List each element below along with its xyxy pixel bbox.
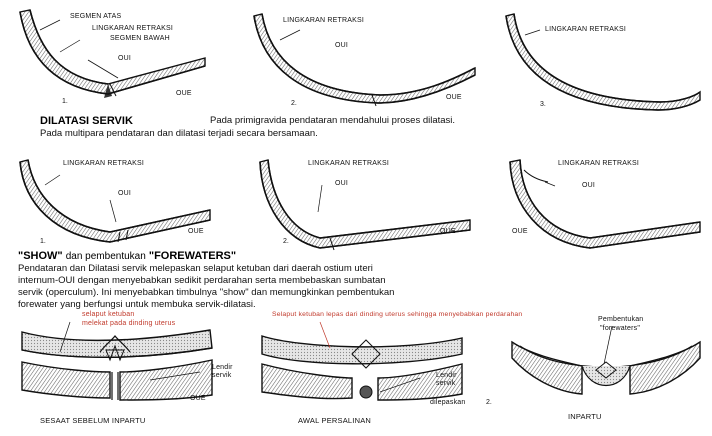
- dilatasi-line2: Pada multipara pendataran dan dilatasi t…: [40, 128, 318, 140]
- panel-number: 3.: [540, 101, 546, 108]
- label-oui: OUI: [118, 55, 131, 62]
- label-lingkaran-retraksi: LINGKARAN RETRAKSI: [545, 26, 626, 33]
- panel-number: 2.: [486, 399, 492, 406]
- label-selaput-ketuban: selaput ketuban: [82, 311, 134, 318]
- label-melekat: melekat pada dinding uterus: [82, 320, 175, 327]
- show-line: Pendataran dan Dilatasi servik melepaska…: [18, 263, 373, 275]
- caption-awal-persalinan: AWAL PERSALINAN: [298, 416, 371, 425]
- label-lendir: Lendir: [436, 372, 457, 379]
- row2-panel3-drawing: [510, 160, 700, 248]
- panel-number: 1.: [40, 238, 46, 245]
- label-dilepaskan: dilepaskan: [430, 399, 465, 406]
- show-title-a: "SHOW": [18, 250, 63, 262]
- label-lingkaran-retraksi: LINGKARAN RETRAKSI: [92, 25, 173, 32]
- label-oue: OUE: [176, 90, 192, 97]
- label-oue: OUE: [440, 228, 456, 235]
- label-lendir: Lendir: [212, 364, 233, 371]
- panel-number: 1.: [62, 98, 68, 105]
- label-pembentukan: Pembentukan: [598, 316, 643, 323]
- label-forewaters: "forewaters": [600, 325, 640, 332]
- label-oue: OUE: [446, 94, 462, 101]
- label-servik: servik: [436, 380, 455, 387]
- dilatasi-title: DILATASI SERVIK: [40, 115, 133, 127]
- row3-panel1-drawing: [22, 322, 212, 400]
- label-oui: OUI: [582, 182, 595, 189]
- caption-inpartu: INPARTU: [568, 412, 602, 421]
- label-segmen-atas: SEGMEN ATAS: [70, 13, 121, 20]
- show-title-b: dan pembentukan: [66, 251, 146, 262]
- show-title-c: "FOREWATERS": [149, 250, 236, 262]
- row2-panel2-drawing: [260, 160, 470, 250]
- label-servik: servik: [212, 372, 231, 379]
- row1-panel2-drawing: [254, 14, 475, 106]
- row3-panel3-drawing: [512, 326, 700, 394]
- show-line: servik (operculum). Ini menyebabkan timb…: [18, 287, 394, 299]
- label-oue: OUE: [188, 228, 204, 235]
- label-oui: OUI: [118, 190, 131, 197]
- row1-panel1-drawing: [20, 10, 205, 98]
- caption-sesaat: SESAAT SEBELUM INPARTU: [40, 416, 146, 425]
- label-oue: OUE: [512, 228, 528, 235]
- show-title: "SHOW" dan pembentukan "FOREWATERS": [18, 250, 236, 262]
- label-lingkaran-retraksi: LINGKARAN RETRAKSI: [63, 160, 144, 167]
- label-oui: OUI: [335, 42, 348, 49]
- label-segmen-bawah: SEGMEN BAWAH: [110, 35, 170, 42]
- label-lingkaran-retraksi: LINGKARAN RETRAKSI: [283, 17, 364, 24]
- label-lingkaran-retraksi: LINGKARAN RETRAKSI: [558, 160, 639, 167]
- panel-number: 2.: [283, 238, 289, 245]
- label-selaput-lepas: Selaput ketuban lepas dari dinding uteru…: [272, 311, 522, 318]
- show-line: internum-OUI dengan menyebabkan sedikit …: [18, 275, 386, 287]
- show-line: forewater yang berfungsi untuk membuka s…: [18, 299, 256, 311]
- row2-panel1-drawing: [20, 160, 210, 242]
- dilatasi-line1: Pada primigravida pendataran mendahului …: [210, 115, 455, 127]
- row3-panel2-drawing: [262, 322, 462, 400]
- panel-number: 2.: [291, 100, 297, 107]
- label-oui: OUI: [335, 180, 348, 187]
- label-oue: OUE: [190, 395, 206, 402]
- label-lingkaran-retraksi: LINGKARAN RETRAKSI: [308, 160, 389, 167]
